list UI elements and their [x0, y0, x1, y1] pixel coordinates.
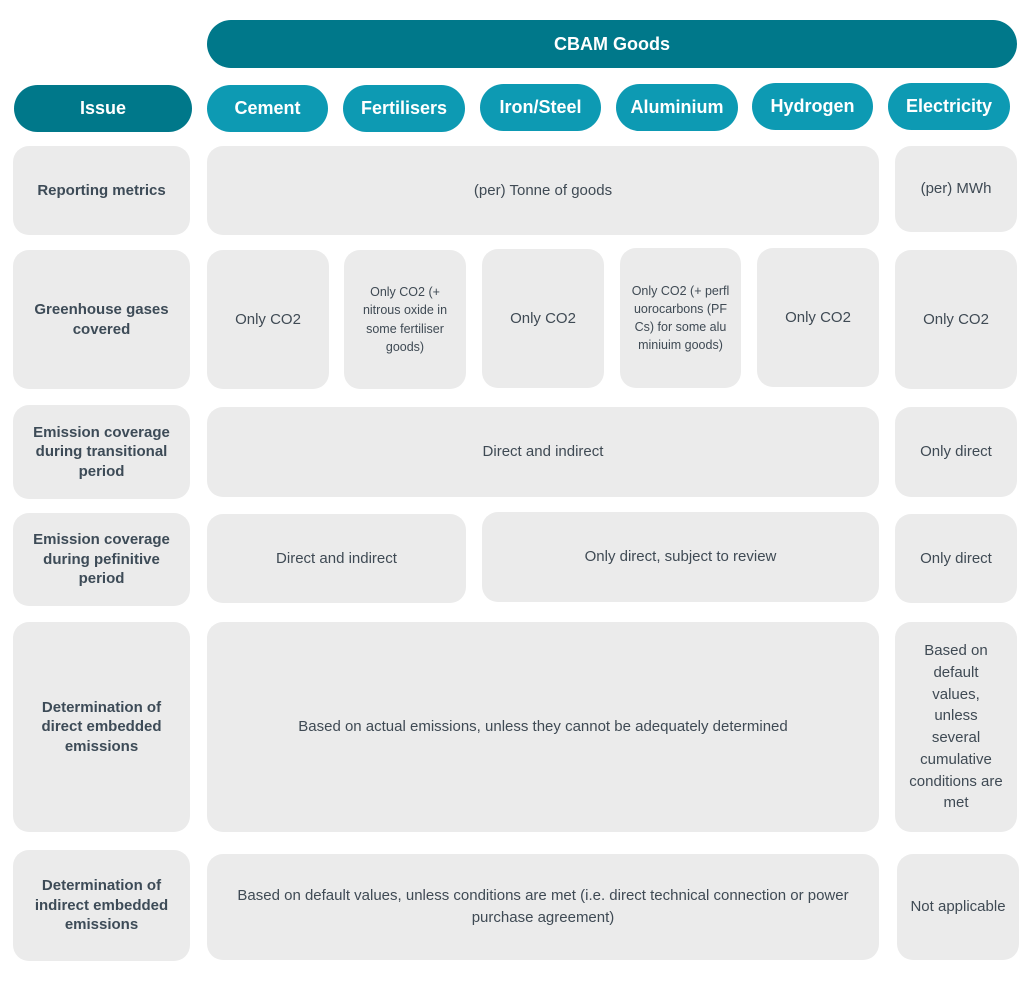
reporting-metrics-electricity-cell: (per) MWh [895, 146, 1017, 232]
direct-embedded-electricity-cell: Based on default values, unless several … [895, 622, 1017, 832]
definitive-others-cell: Only direct, subject to review [482, 512, 879, 602]
goods-header-cement: Cement [207, 85, 328, 132]
goods-header-iron-steel: Iron/Steel [480, 84, 601, 131]
goods-header-fertilisers: Fertilisers [343, 85, 465, 132]
greenhouse-gases-electricity-cell: Only CO2 [895, 250, 1017, 389]
cbam-goods-label: CBAM Goods [554, 33, 670, 54]
issue-label: Issue [79, 98, 127, 118]
definitive-cement-fertilisers-cell: Direct and indirect [207, 514, 466, 603]
issue-direct-embedded: Determination of direct embedded emissio… [13, 622, 190, 832]
goods-header-aluminium: Aluminium [616, 84, 738, 131]
cbam-goods-header: CBAM Goods [207, 20, 1017, 68]
greenhouse-gases-hydrogen-cell: Only CO2 [757, 248, 879, 387]
transitional-goods-cell: Direct and indirect [207, 407, 879, 497]
goods-label: Iron/Steel [499, 97, 582, 117]
indirect-embedded-goods-cell: Based on default values, unless conditio… [207, 854, 879, 960]
greenhouse-gases-aluminium-cell: Only CO2 (+ perfluorocarbons (PFCs) for … [620, 248, 741, 388]
goods-header-electricity: Electricity [888, 83, 1010, 130]
greenhouse-gases-fertilisers-cell: Only CO2 (+ nitrous oxide in some fertil… [344, 250, 466, 389]
issue-greenhouse-gases: Greenhouse gases covered [13, 250, 190, 389]
indirect-embedded-electricity-cell: Not applicable [897, 854, 1019, 960]
goods-label: Aluminium [630, 97, 724, 117]
issue-transitional-period: Emission coverage during transitional pe… [13, 405, 190, 499]
greenhouse-gases-iron-steel-cell: Only CO2 [482, 249, 604, 388]
direct-embedded-goods-cell: Based on actual emissions, unless they c… [207, 622, 879, 832]
goods-header-hydrogen: Hydrogen [752, 83, 873, 130]
issue-indirect-embedded: Determination of indirect embedded emiss… [13, 850, 190, 961]
issue-reporting-metrics: Reporting metrics [13, 146, 190, 235]
greenhouse-gases-cement-cell: Only CO2 [207, 250, 329, 389]
goods-label: Fertilisers [360, 98, 448, 118]
issue-definitive-period: Emission coverage during pefinitive peri… [13, 513, 190, 606]
goods-label: Hydrogen [770, 96, 855, 116]
issue-header: Issue [14, 85, 192, 132]
goods-label: Cement [234, 98, 301, 118]
reporting-metrics-goods-cell: (per) Tonne of goods [207, 146, 879, 235]
definitive-electricity-cell: Only direct [895, 514, 1017, 603]
goods-label: Electricity [905, 96, 993, 116]
transitional-electricity-cell: Only direct [895, 407, 1017, 497]
